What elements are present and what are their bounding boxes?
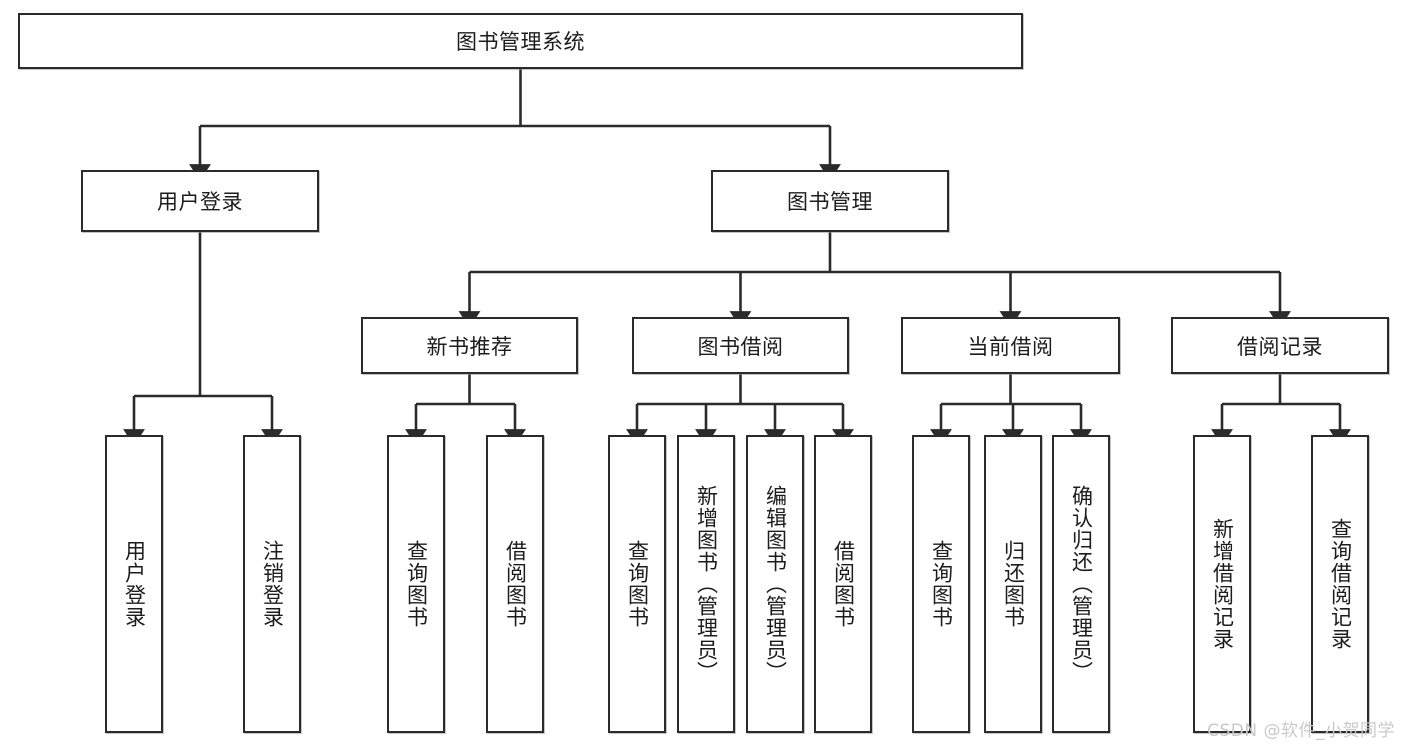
node-leaf-return-book-label: 归还图书 xyxy=(1001,540,1026,628)
node-leaf-borrow-book-1-label: 借阅图书 xyxy=(503,540,528,628)
node-leaf-borrow-book-1[interactable]: 借阅图书 xyxy=(486,435,544,733)
node-leaf-query-book-3-label: 查询图书 xyxy=(929,540,954,628)
node-leaf-query-book-3[interactable]: 查询图书 xyxy=(912,435,970,733)
node-leaf-add-book[interactable]: 新增图书（管理员） xyxy=(677,435,735,733)
node-current-borrow-label: 当前借阅 xyxy=(967,334,1054,359)
node-book-management[interactable]: 图书管理 xyxy=(711,170,949,232)
node-leaf-query-book-2[interactable]: 查询图书 xyxy=(608,435,666,733)
node-leaf-user-logout-label: 注销登录 xyxy=(260,540,285,628)
node-leaf-query-record[interactable]: 查询借阅记录 xyxy=(1311,435,1369,733)
node-leaf-query-record-label: 查询借阅记录 xyxy=(1328,518,1353,650)
node-new-book-rec-label: 新书推荐 xyxy=(426,334,513,359)
node-leaf-user-login[interactable]: 用户登录 xyxy=(105,435,163,733)
node-leaf-edit-book-label: 编辑图书（管理员） xyxy=(763,485,788,683)
node-root[interactable]: 图书管理系统 xyxy=(18,13,1023,69)
node-book-borrow-label: 图书借阅 xyxy=(697,334,784,359)
node-leaf-add-book-label: 新增图书（管理员） xyxy=(694,485,719,683)
node-leaf-user-login-label: 用户登录 xyxy=(122,540,147,628)
node-leaf-add-record-label: 新增借阅记录 xyxy=(1210,518,1235,650)
node-new-book-rec[interactable]: 新书推荐 xyxy=(361,317,578,374)
node-leaf-edit-book[interactable]: 编辑图书（管理员） xyxy=(746,435,804,733)
node-leaf-add-record[interactable]: 新增借阅记录 xyxy=(1193,435,1251,733)
node-leaf-confirm-return[interactable]: 确认归还（管理员） xyxy=(1052,435,1110,733)
node-current-borrow[interactable]: 当前借阅 xyxy=(901,317,1120,374)
node-leaf-borrow-book-2[interactable]: 借阅图书 xyxy=(814,435,872,733)
csdn-watermark: CSDN @软件_小贺同学 xyxy=(1207,721,1395,741)
node-book-borrow[interactable]: 图书借阅 xyxy=(632,317,849,374)
node-user-login-label: 用户登录 xyxy=(157,190,243,214)
node-book-management-label: 图书管理 xyxy=(787,190,873,214)
node-leaf-confirm-return-label: 确认归还（管理员） xyxy=(1069,485,1094,683)
node-leaf-query-book-2-label: 查询图书 xyxy=(625,540,650,628)
node-leaf-borrow-book-2-label: 借阅图书 xyxy=(831,540,856,628)
node-leaf-query-book-1-label: 查询图书 xyxy=(404,540,429,628)
node-borrow-record-label: 借阅记录 xyxy=(1237,334,1323,359)
node-leaf-return-book[interactable]: 归还图书 xyxy=(984,435,1042,733)
node-leaf-query-book-1[interactable]: 查询图书 xyxy=(387,435,445,733)
node-leaf-user-logout[interactable]: 注销登录 xyxy=(243,435,301,733)
node-borrow-record[interactable]: 借阅记录 xyxy=(1171,317,1389,374)
node-root-label: 图书管理系统 xyxy=(456,30,585,54)
node-user-login[interactable]: 用户登录 xyxy=(81,170,319,232)
